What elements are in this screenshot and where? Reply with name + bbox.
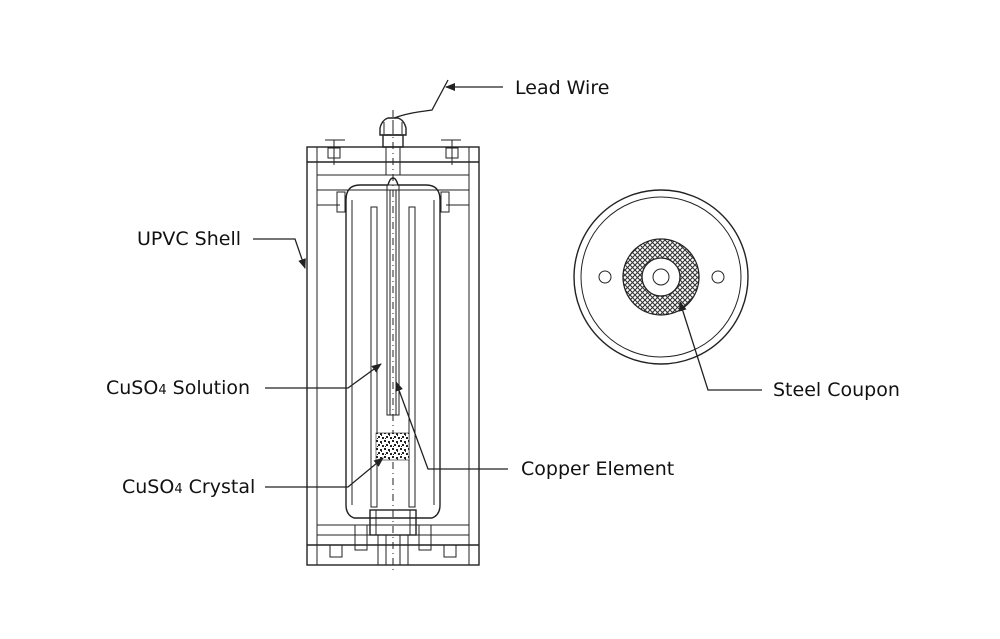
label-steel-coupon: Steel Coupon (773, 379, 900, 401)
bottom-plug (307, 509, 479, 566)
inner-vessel (345, 177, 441, 519)
cable-gland (379, 117, 407, 176)
section-view (306, 110, 480, 572)
mounting-hole-left (598, 270, 612, 284)
bottom-view-inner-ring (580, 196, 742, 358)
coupon-center-disk (641, 257, 681, 297)
label-cuso4-solution: CuSO4 Solution (106, 377, 250, 399)
solution-leader (265, 363, 382, 389)
coupon-center-hole (652, 268, 670, 286)
crystal-region (375, 432, 410, 461)
crystal-leader (265, 457, 384, 488)
upvc-shell-leader (253, 238, 306, 269)
lead-wire (393, 79, 449, 119)
labels: Lead Wire UPVC Shell CuSO4 Solution CuSO… (106, 77, 900, 498)
label-upvc-shell: UPVC Shell (137, 228, 241, 250)
copper-element (370, 184, 416, 508)
leader-lines (253, 79, 762, 488)
bottom-view-outer-ring (573, 189, 749, 365)
bottom-view (573, 189, 749, 365)
mounting-hole-right (711, 270, 725, 284)
label-copper-element: Copper Element (521, 458, 674, 480)
label-cuso4-crystal: CuSO4 Crystal (122, 476, 255, 498)
copper-element-leader (395, 381, 508, 470)
steel-coupon-leader (678, 301, 762, 391)
label-lead-wire: Lead Wire (515, 77, 609, 99)
